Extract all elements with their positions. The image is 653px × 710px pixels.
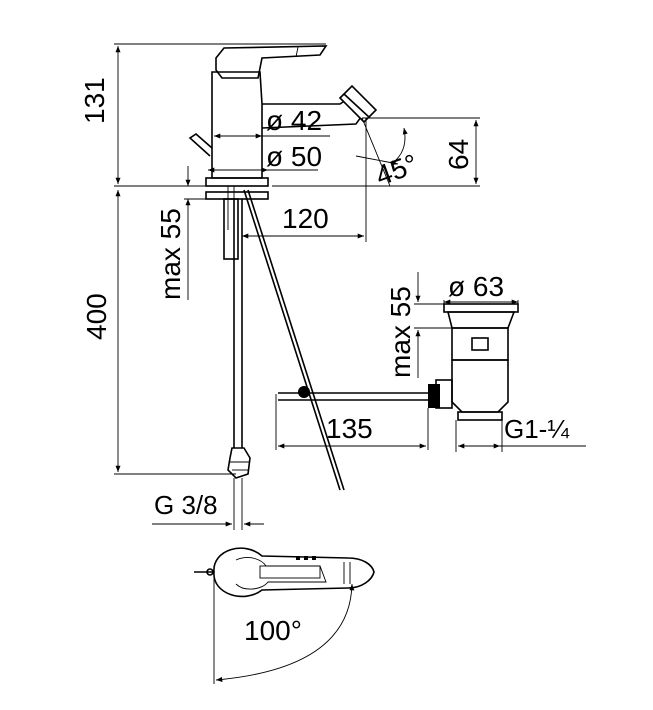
label-135: 135 <box>326 413 373 444</box>
label-100-degree: 100° <box>244 615 302 646</box>
top-view <box>194 547 375 598</box>
faucet-base <box>205 177 269 260</box>
label-diameter-63: ø 63 <box>448 271 504 302</box>
supply-hose <box>227 199 251 479</box>
dimension-lines <box>114 43 586 684</box>
label-thread-g1: G1-¼ <box>504 414 569 444</box>
label-diameter-42: ø 42 <box>266 105 322 136</box>
label-diameter-50: ø 50 <box>266 141 322 172</box>
label-400: 400 <box>81 293 112 340</box>
label-max-55-right: max 55 <box>385 286 416 378</box>
popup-rod <box>243 189 345 491</box>
faucet-body <box>188 45 378 179</box>
waste-assembly <box>278 303 519 421</box>
label-131: 131 <box>79 77 110 124</box>
label-120: 120 <box>282 203 329 234</box>
label-64: 64 <box>443 139 474 170</box>
label-max-55-left: max 55 <box>155 208 186 300</box>
label-45-degree: 45° <box>371 148 421 192</box>
label-thread-g38: G 3/8 <box>154 490 218 520</box>
